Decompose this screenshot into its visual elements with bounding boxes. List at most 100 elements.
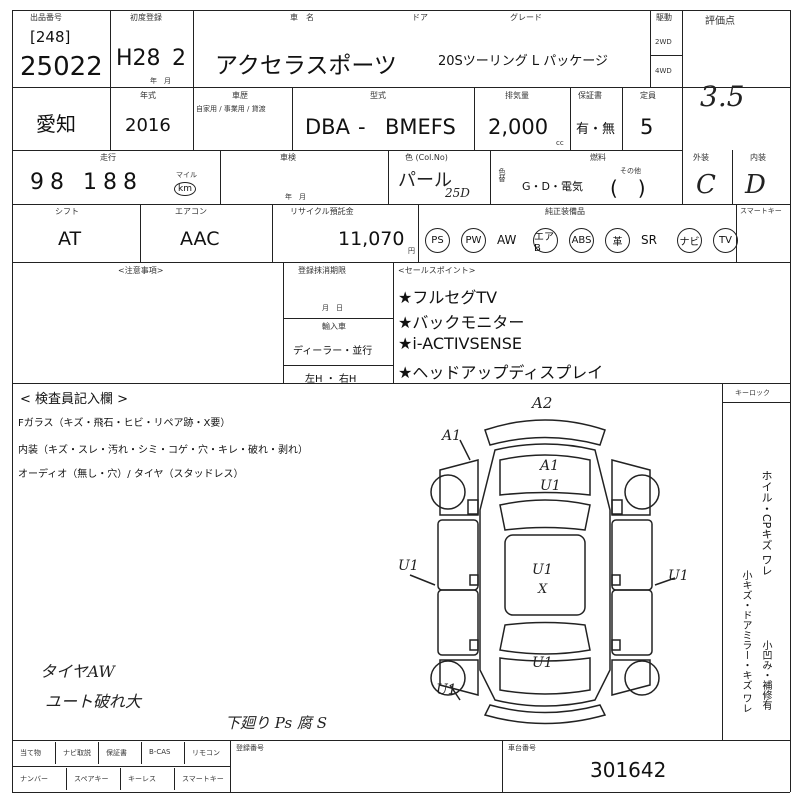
equipment-item: SR [641, 233, 657, 247]
wheel-front-right [624, 474, 660, 510]
border-row5 [12, 383, 790, 384]
drive-split [650, 55, 682, 56]
reg-month-unit: 年 月 [150, 77, 171, 85]
left-handle-2 [469, 639, 479, 651]
mark-rear-left [449, 684, 461, 701]
footer-option: 保証書 [106, 749, 127, 757]
v-foot-1 [230, 740, 231, 792]
border-row6 [12, 740, 790, 741]
v-r2-3 [292, 87, 293, 150]
color: パール [398, 170, 452, 191]
ac-label: エアコン [175, 207, 207, 216]
lot-number: 25022 [20, 52, 103, 82]
keylock-label: キーロック [735, 389, 770, 397]
damage-u1-roof: U1 [532, 562, 553, 578]
history-sub: 自家用 / 事業用 / 貸渡 [196, 105, 266, 113]
mileage: 98 188 [30, 170, 143, 195]
mark-right-door [654, 577, 676, 586]
footer-option: リモコン [192, 749, 220, 757]
equipment-item: TV [713, 228, 738, 253]
lot-label: 出品番号 [30, 13, 62, 22]
damage-u1-trunk: U1 [532, 655, 553, 671]
equipment-item: AW [497, 233, 517, 247]
border-bottom [12, 792, 790, 793]
displacement-cc: cc [556, 139, 564, 147]
footer-divider [184, 742, 185, 764]
interior-note: 内装（キズ・スレ・汚れ・シミ・コゲ・穴・キレ・破れ・剥れ） [18, 445, 308, 456]
footer-options-row2: ナンバースペアキーキーレススマートキー [12, 768, 230, 790]
v-r1-4 [682, 10, 683, 204]
v-r3-1 [220, 150, 221, 204]
border-row4 [12, 262, 790, 263]
border-right [790, 10, 791, 792]
right-handle-2 [611, 639, 621, 651]
score: 3.5 [700, 80, 745, 113]
v-r3-4 [732, 150, 733, 204]
damage-u1-left: U1 [398, 558, 419, 574]
ac: AAC [180, 228, 220, 250]
mileage-unit-km: km [174, 182, 196, 196]
v-notes-2 [393, 262, 394, 383]
model-year: 2016 [125, 115, 171, 136]
capacity-label: 定員 [640, 91, 656, 100]
left-front-fender [439, 459, 479, 516]
inspection-date: 年 月 [285, 193, 306, 201]
footer-serial: 301642 [590, 758, 667, 782]
score-label: 評価点 [705, 16, 735, 27]
body-outline [479, 443, 611, 707]
windshield [499, 499, 591, 531]
wheel-rear-left [430, 660, 466, 696]
h-notes-1 [283, 318, 393, 319]
color-change-label: 色替 [498, 168, 506, 182]
displacement: 2,000 [488, 115, 549, 139]
v-r2-6 [622, 87, 623, 150]
damage-u1-hood: U1 [540, 478, 561, 494]
sales-point-3: ★i-ACTIVSENSE [398, 334, 522, 353]
v-r2-2 [193, 87, 194, 150]
shift: AT [58, 228, 82, 250]
car-name: アクセラスポーツ [215, 53, 397, 79]
memo-1: タイヤAW [40, 662, 115, 681]
sales-point-4: ★ヘッドアップディスプレイ [398, 363, 604, 382]
drive-label: 駆動 [656, 13, 672, 22]
damage-roof-sub: X [538, 582, 548, 597]
right-column-note-3: 小凹み・補修有 [760, 640, 771, 710]
warranty-label: 保証書 [578, 91, 602, 100]
v-insp-right [722, 383, 723, 740]
capacity: 5 [640, 115, 654, 139]
recycle: 11,070 [338, 228, 405, 250]
damage-a1-hood: A1 [540, 458, 560, 474]
lot-tag: [248] [30, 28, 71, 46]
left-rear-fender [439, 659, 479, 696]
v-notes-1 [283, 262, 284, 383]
car-diagram [409, 419, 676, 725]
caution-label: <注意事項> [118, 266, 164, 275]
equipment-item: エアB [533, 228, 558, 254]
equipment-item: PS [425, 228, 450, 253]
recycle-unit: 円 [408, 247, 415, 255]
h-notes-2 [283, 365, 393, 366]
audio-note: オーディオ（無し・穴）/ タイヤ（スタッドレス） [18, 469, 244, 480]
footer-divider [120, 768, 121, 790]
equipment-item: ABS [569, 228, 594, 253]
roof [504, 534, 586, 616]
left-mirror [467, 499, 479, 515]
right-handle-1 [611, 574, 621, 586]
history-label: 車歴 [232, 91, 248, 100]
footer-option: スペアキー [74, 775, 109, 783]
reg-expire-label: 登録抹消期限 [298, 266, 346, 275]
border-row1 [12, 87, 790, 88]
v-foot-2 [502, 740, 503, 792]
rear-bumper [483, 704, 607, 725]
displacement-label: 排気量 [505, 91, 529, 100]
steering: 左H ・ 右H [305, 374, 357, 385]
right-rear-door [611, 589, 653, 656]
left-handle-1 [469, 574, 479, 586]
right-mirror [611, 499, 623, 515]
drive-2wd: 2WD [655, 38, 672, 46]
footer-option: ナビ取説 [63, 749, 91, 757]
fuel-label: 燃料 [590, 153, 606, 162]
sales-point-1: ★フルセグTV [398, 288, 498, 307]
